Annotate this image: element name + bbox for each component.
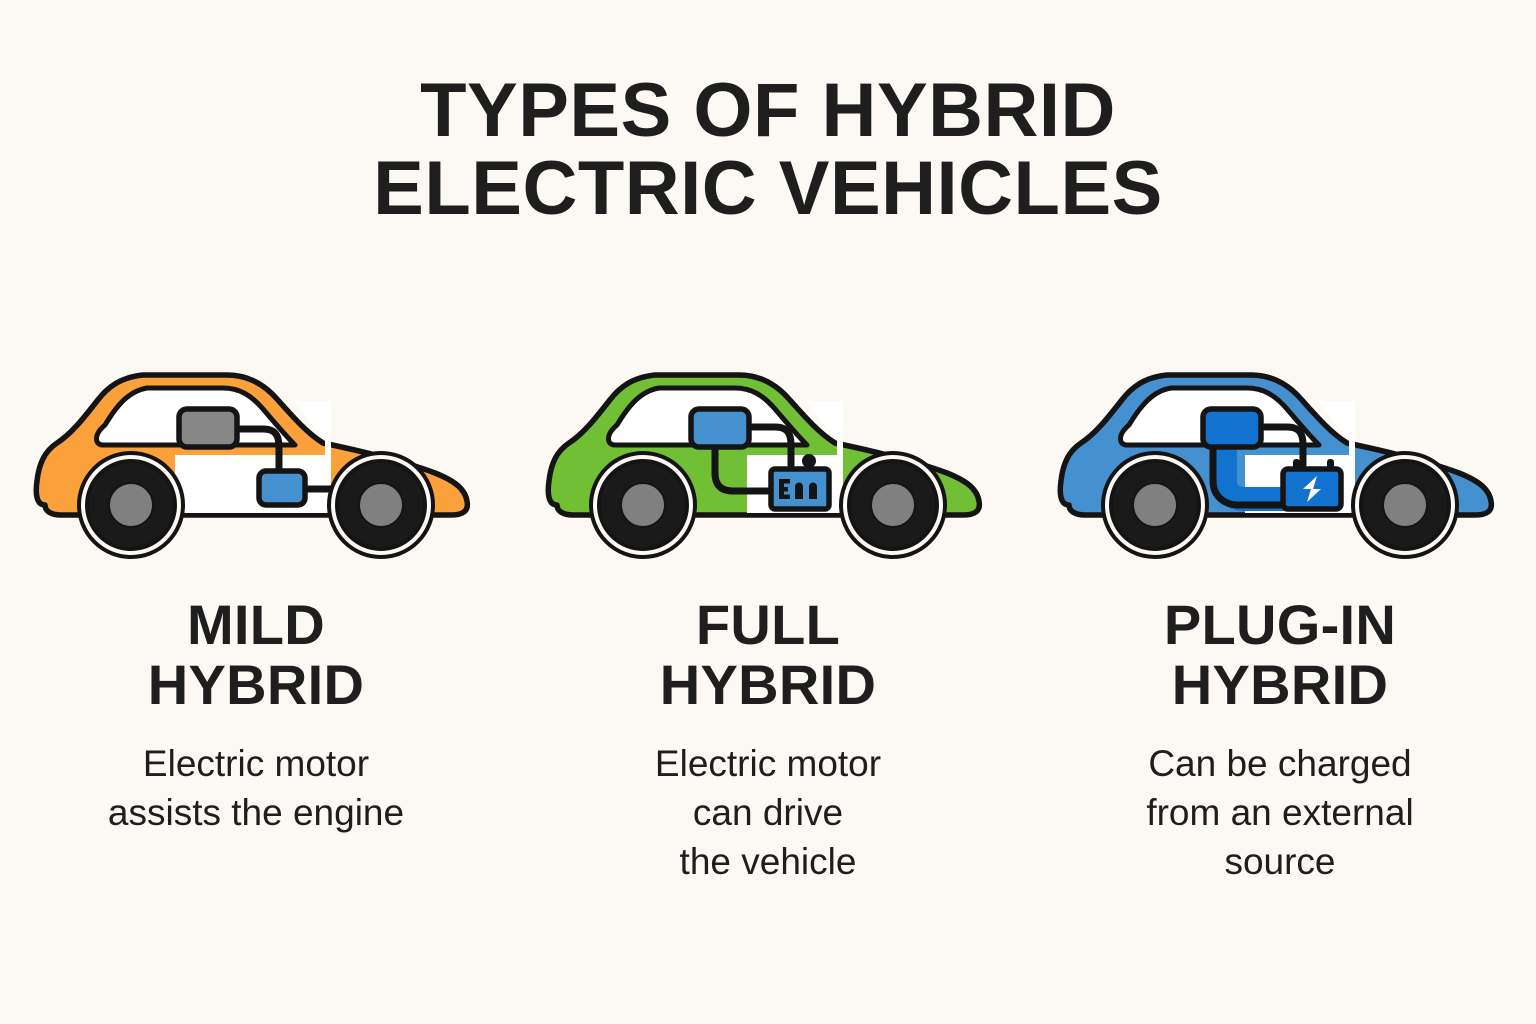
hybrid-type-columns: MILD HYBRID Electric motor assists the e… xyxy=(0,352,1536,886)
card-plug-in-hybrid: PLUG-IN HYBRID Can be charged from an ex… xyxy=(1024,352,1536,886)
lightning-bolt-icon xyxy=(1303,475,1321,502)
card-desc-line-1: Electric motor xyxy=(654,742,882,784)
electric-motor-box xyxy=(688,405,752,450)
card-desc-line-1: Electric motor xyxy=(142,742,370,784)
front-wheel-hub xyxy=(1132,481,1178,528)
card-title-line-2: HYBRID xyxy=(147,652,365,716)
card-title-line-1: PLUG-IN xyxy=(1163,593,1397,656)
car-rear-pillar-panel xyxy=(805,400,843,513)
car-illustration-plug-in-hybrid xyxy=(1045,352,1515,567)
rear-wheel-hub xyxy=(870,481,916,528)
car-illustration-mild-hybrid xyxy=(21,352,491,567)
car-rear-pillar-panel xyxy=(293,400,331,513)
motor-to-battery-wire xyxy=(1209,443,1291,508)
engine-to-motor-wire xyxy=(233,425,283,476)
motor-top-wire xyxy=(745,423,795,468)
card-title-line-1: FULL xyxy=(695,593,841,656)
car-rear-pillar-panel xyxy=(1317,400,1355,513)
title-line-2: ELECTRIC VEHICLES xyxy=(373,146,1163,232)
card-desc-line-2: from an external xyxy=(1146,792,1414,834)
card-desc-line-3: the vehicle xyxy=(679,841,857,883)
card-description-plug-in-hybrid: Can be charged from an external source xyxy=(1146,739,1413,887)
motor-top-wire xyxy=(1257,423,1307,468)
card-desc-line-1: Can be charged xyxy=(1148,742,1412,784)
front-wheel-hub xyxy=(620,481,666,528)
card-description-full-hybrid: Electric motor can drive the vehicle xyxy=(655,739,881,887)
electric-motor-box xyxy=(1200,405,1264,450)
motor-power-band xyxy=(1213,444,1287,511)
card-title-full-hybrid: FULL HYBRID xyxy=(660,595,876,715)
card-full-hybrid: FULL HYBRID Electric motor can drive the… xyxy=(512,352,1024,886)
card-title-line-2: HYBRID xyxy=(1171,652,1389,716)
engine-box xyxy=(176,405,240,450)
card-description-mild-hybrid: Electric motor assists the engine xyxy=(108,739,404,837)
front-wheel-hub xyxy=(108,481,154,528)
card-title-line-1: MILD xyxy=(186,593,326,656)
card-title-plug-in-hybrid: PLUG-IN HYBRID xyxy=(1164,595,1396,715)
card-desc-line-2: can drive xyxy=(692,792,844,834)
car-illustration-full-hybrid xyxy=(533,352,1003,567)
card-desc-line-2: assists the engine xyxy=(107,792,405,834)
battery-terminal-knob xyxy=(802,453,816,468)
card-title-mild-hybrid: MILD HYBRID xyxy=(148,595,364,715)
battery-cells-icon xyxy=(779,478,817,499)
card-title-line-2: HYBRID xyxy=(659,652,877,716)
motor-to-battery-wire xyxy=(711,443,779,494)
electric-motor-box xyxy=(256,467,308,508)
card-mild-hybrid: MILD HYBRID Electric motor assists the e… xyxy=(0,352,512,837)
rear-wheel-hub xyxy=(1382,481,1428,528)
card-desc-line-3: source xyxy=(1224,841,1336,883)
page-title: TYPES OF HYBRID ELECTRIC VEHICLES xyxy=(0,68,1536,232)
title-line-1: TYPES OF HYBRID xyxy=(420,68,1116,153)
rear-wheel-hub xyxy=(358,481,404,528)
